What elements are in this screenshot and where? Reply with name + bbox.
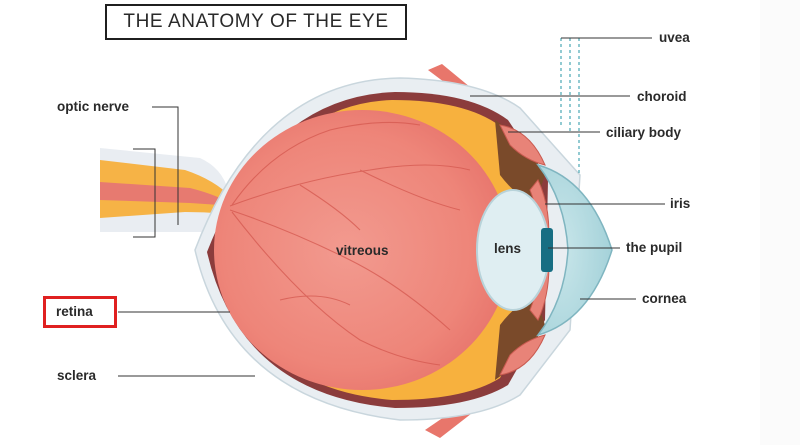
ciliary-mass-top <box>495 120 545 205</box>
label-sclera: sclera <box>57 368 97 383</box>
label-retina: retina <box>56 304 93 319</box>
label-iris: iris <box>670 196 691 211</box>
diagram-title: THE ANATOMY OF THE EYE <box>105 4 407 40</box>
leader-lines <box>118 95 665 377</box>
label-uvea: uvea <box>659 30 690 45</box>
label-lens: lens <box>494 241 522 256</box>
retina-highlight-box <box>43 296 117 328</box>
label-ciliary-body: ciliary body <box>606 125 682 140</box>
ciliary-mass-bottom <box>495 295 545 380</box>
label-optic-nerve: optic nerve <box>57 99 130 114</box>
label-pupil: the pupil <box>626 240 683 255</box>
label-choroid: choroid <box>637 89 687 104</box>
cornea-shape <box>536 163 613 337</box>
label-vitreous: vitreous <box>336 243 389 258</box>
vitreous-body <box>214 110 510 390</box>
pupil-shape <box>541 228 553 272</box>
label-cornea: cornea <box>642 291 687 306</box>
optic-nerve-structure <box>100 148 235 234</box>
right-margin-strip <box>760 0 800 445</box>
uvea-lines <box>560 38 580 175</box>
blood-vessels <box>229 121 471 366</box>
